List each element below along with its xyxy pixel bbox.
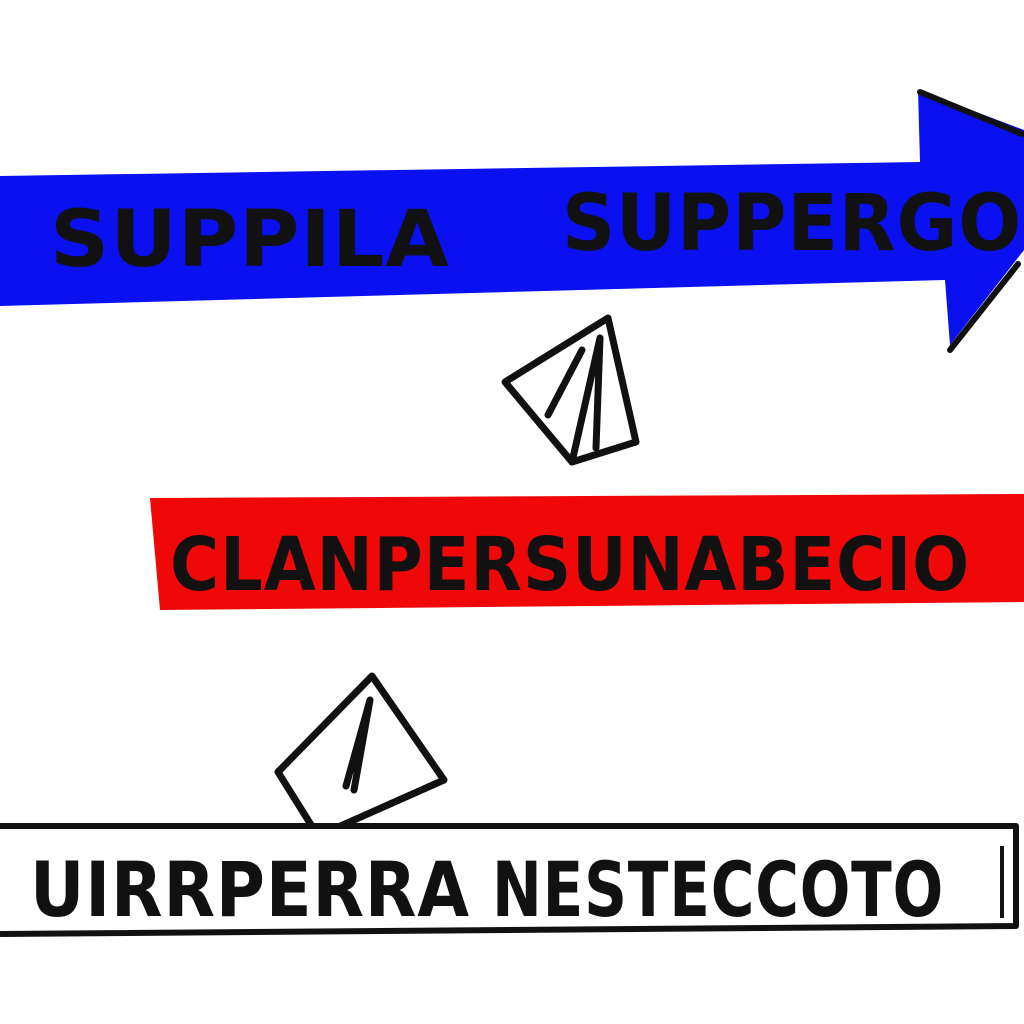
middle-band: CLANPERSUNABECIO [150, 494, 1024, 610]
bottom-box-left-label: UIRRPERRA [30, 845, 470, 934]
warning-triangle-icon [274, 672, 448, 840]
bottom-box: UIRRPERRA NESTECCOTO [0, 823, 1019, 937]
top-arrow-left-label: SUPPILA [50, 195, 450, 285]
top-arrow-right-label: SUPPERGO [562, 179, 1022, 269]
top-arrow: SUPPILA SUPPERGO [0, 89, 1024, 353]
bottom-box-shape [0, 823, 1019, 937]
top-arrow-shape [0, 90, 1024, 345]
bottom-box-right-label: NESTECCOTO [492, 845, 944, 934]
middle-band-shape [150, 494, 1024, 610]
warning-triangle-icon [501, 314, 640, 466]
middle-band-label: CLANPERSUNABECIO [170, 522, 970, 608]
top-arrow-outline-stroke [917, 89, 1024, 353]
